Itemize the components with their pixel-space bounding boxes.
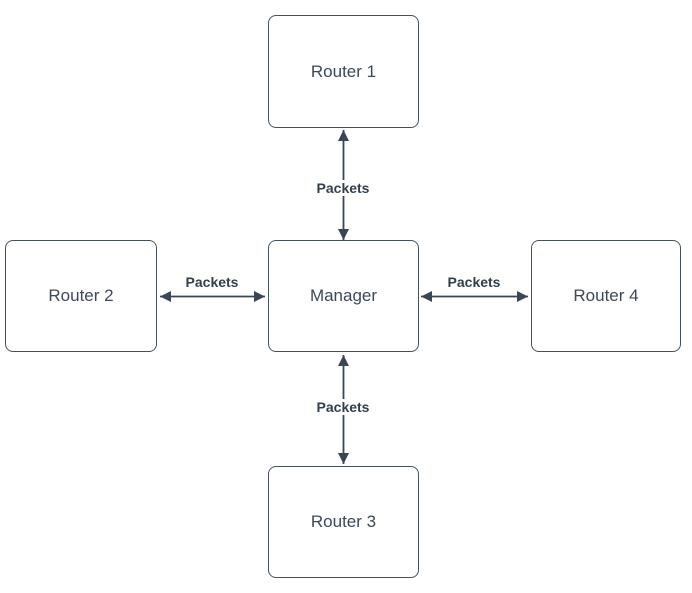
edge-label-manager-router1: Packets [311,180,375,196]
node-router-2-label: Router 2 [48,286,114,305]
node-router-1-label: Router 1 [310,61,377,81]
node-router-3: Router 3 [268,466,419,578]
node-router-2: Router 2 [5,240,157,352]
node-router-3-label: Router 3 [310,512,377,531]
node-manager-label: Manager [309,286,378,305]
node-manager: Manager [268,240,419,352]
node-router-4: Router 4 [531,240,681,352]
edge-label-manager-router4: Packets [442,274,506,290]
node-router-4-label: Router 4 [573,286,639,305]
edge-label-manager-router2: Packets [180,274,244,290]
edge-label-manager-router3: Packets [311,399,375,415]
node-router-1: Router 1 [268,15,419,128]
